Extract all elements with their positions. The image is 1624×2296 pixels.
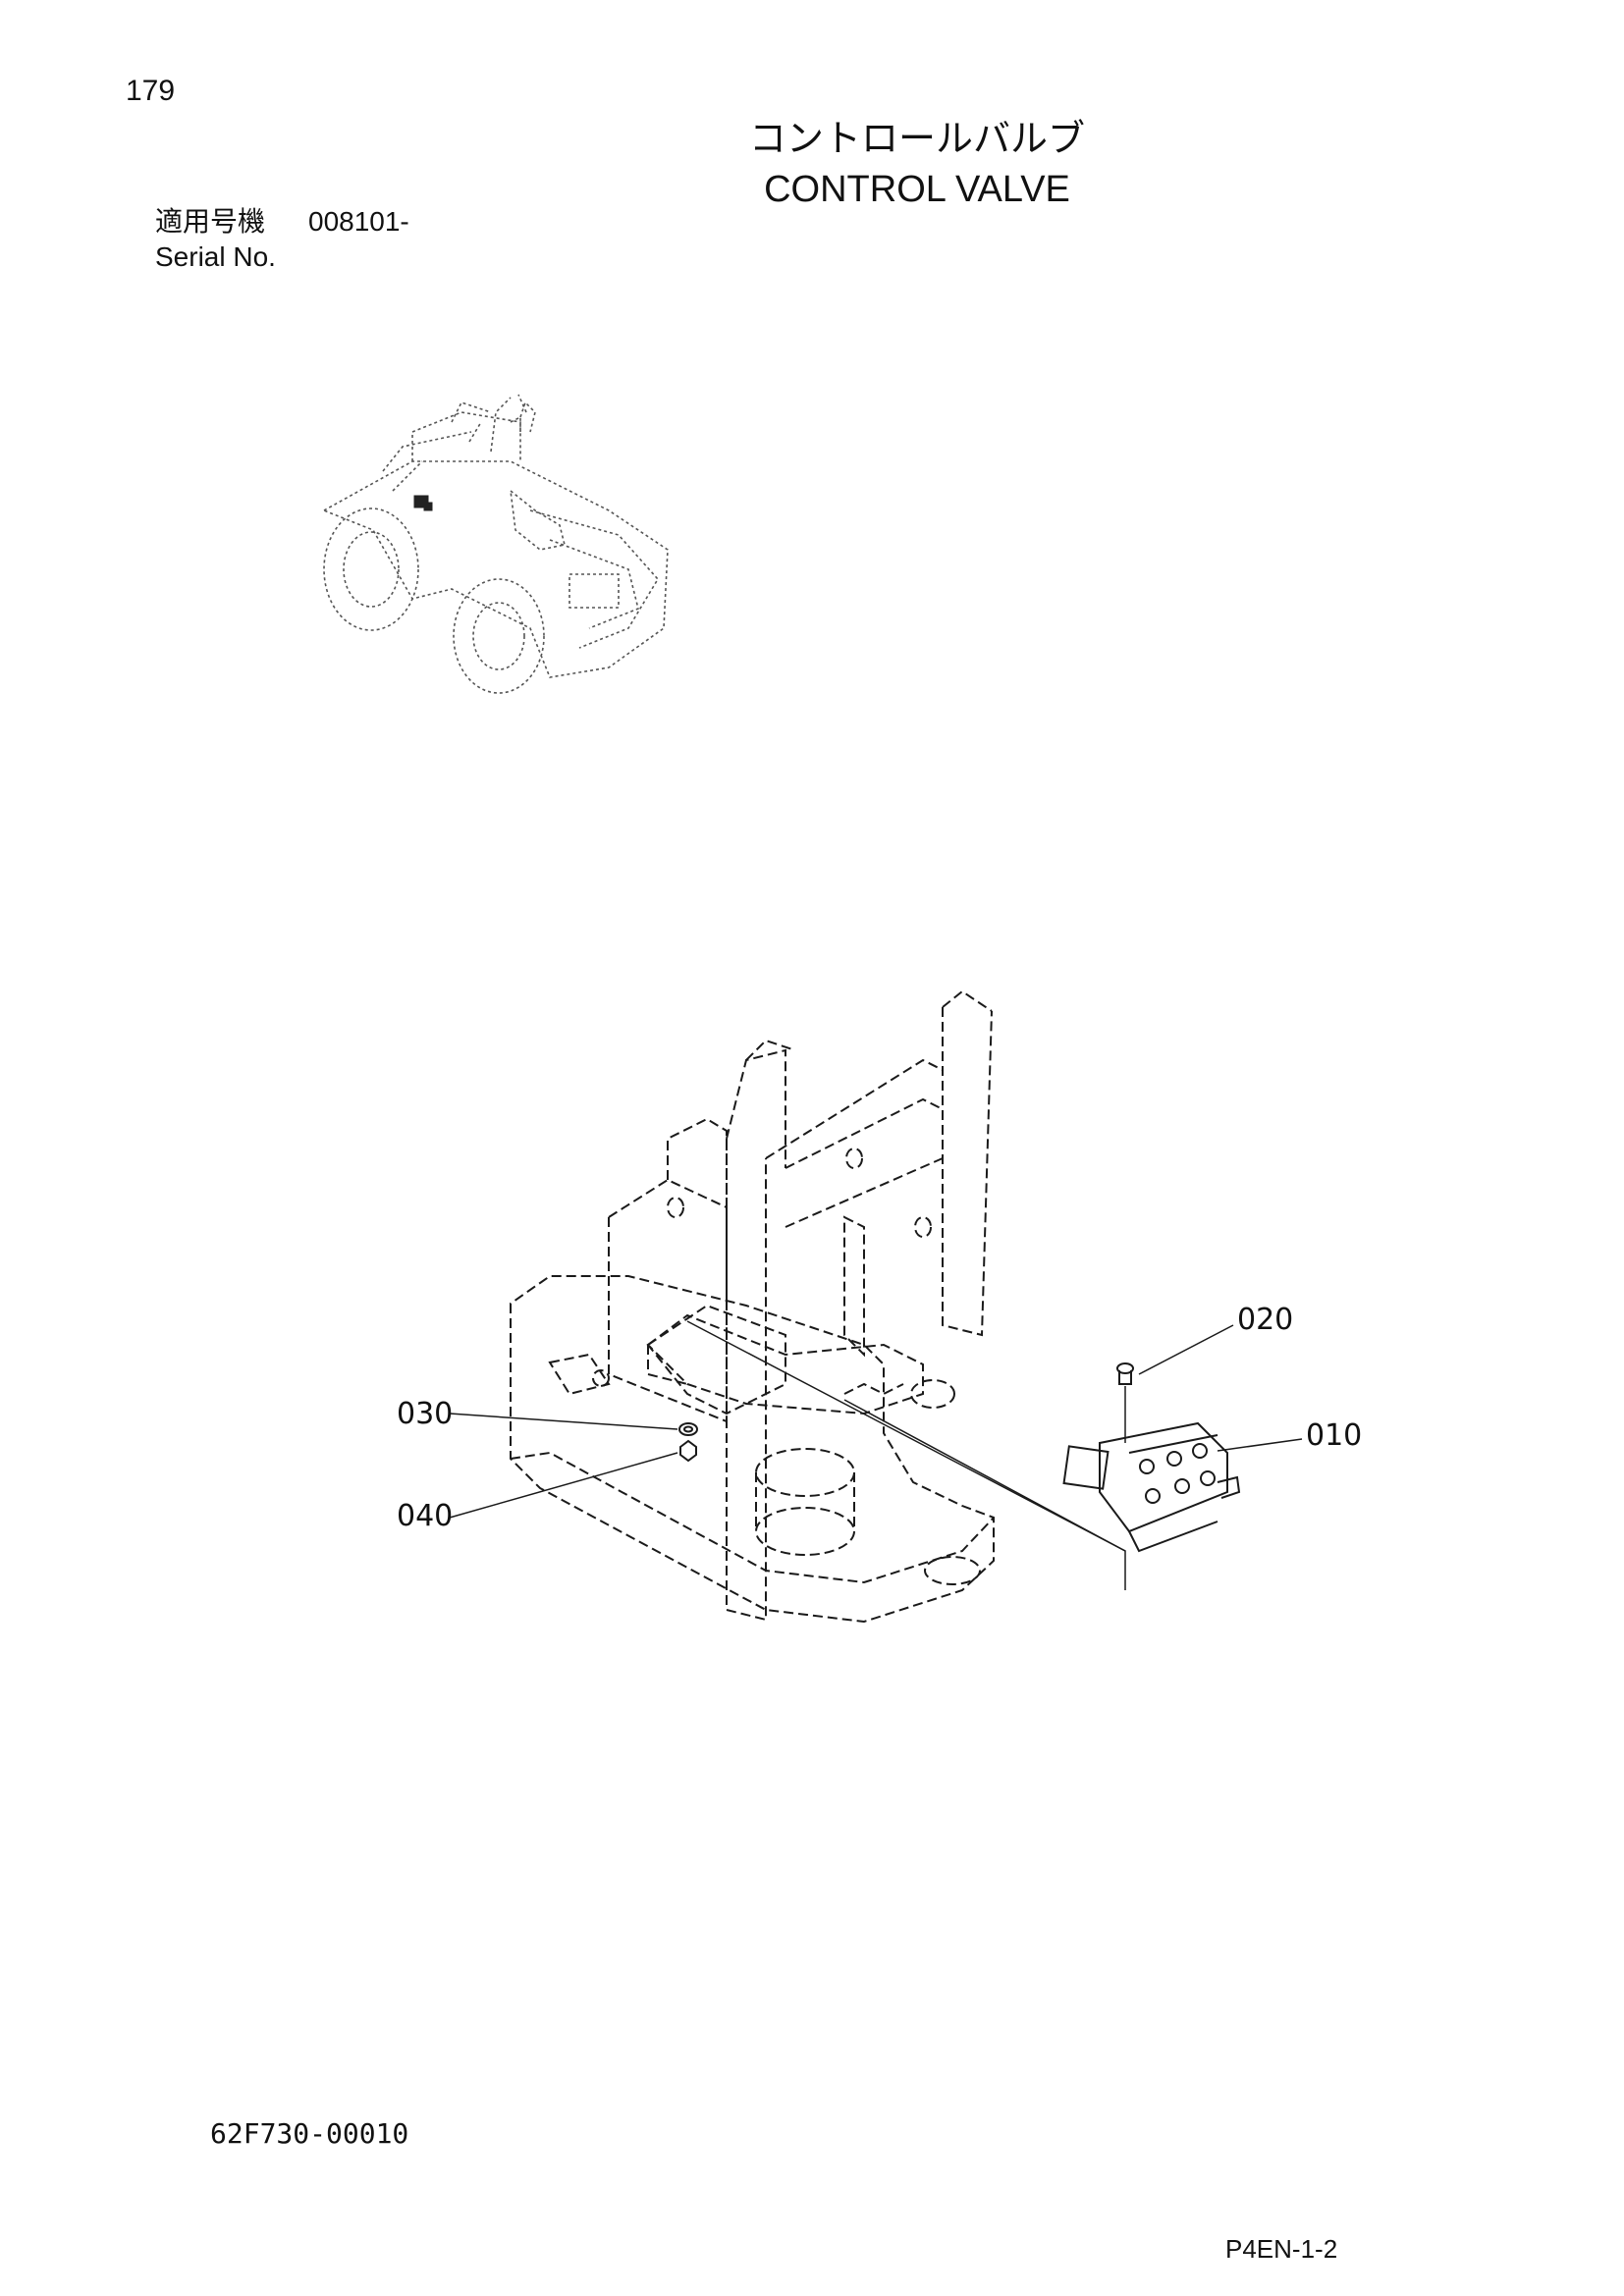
- assembly-guide-lines: [686, 1320, 1126, 1590]
- serial-label-english: Serial No.: [155, 241, 276, 272]
- callout-010: 010: [1306, 1418, 1363, 1453]
- control-valve-part: [1062, 1421, 1241, 1553]
- callout-040: 040: [397, 1499, 454, 1533]
- title-english: CONTROL VALVE: [764, 169, 1070, 210]
- bolt-part: [1116, 1362, 1134, 1385]
- washer-part: [678, 1422, 698, 1436]
- nut-part: [679, 1439, 697, 1463]
- rear-wheel: [323, 507, 419, 631]
- page-number: 179: [126, 75, 176, 107]
- front-wheel: [453, 578, 545, 694]
- drawing-number: 62F730-00010: [210, 2117, 409, 2150]
- title-japanese: コントロールバルブ: [748, 117, 1085, 160]
- serial-label-japanese: 適用号機: [155, 205, 266, 238]
- page-code: P4EN-1-2: [1225, 2234, 1338, 2264]
- callout-030: 030: [397, 1397, 454, 1431]
- leader-lines: [449, 1324, 1303, 1519]
- serial-value: 008101-: [308, 206, 409, 237]
- callout-020: 020: [1237, 1303, 1294, 1337]
- frame-outline: [510, 989, 995, 1624]
